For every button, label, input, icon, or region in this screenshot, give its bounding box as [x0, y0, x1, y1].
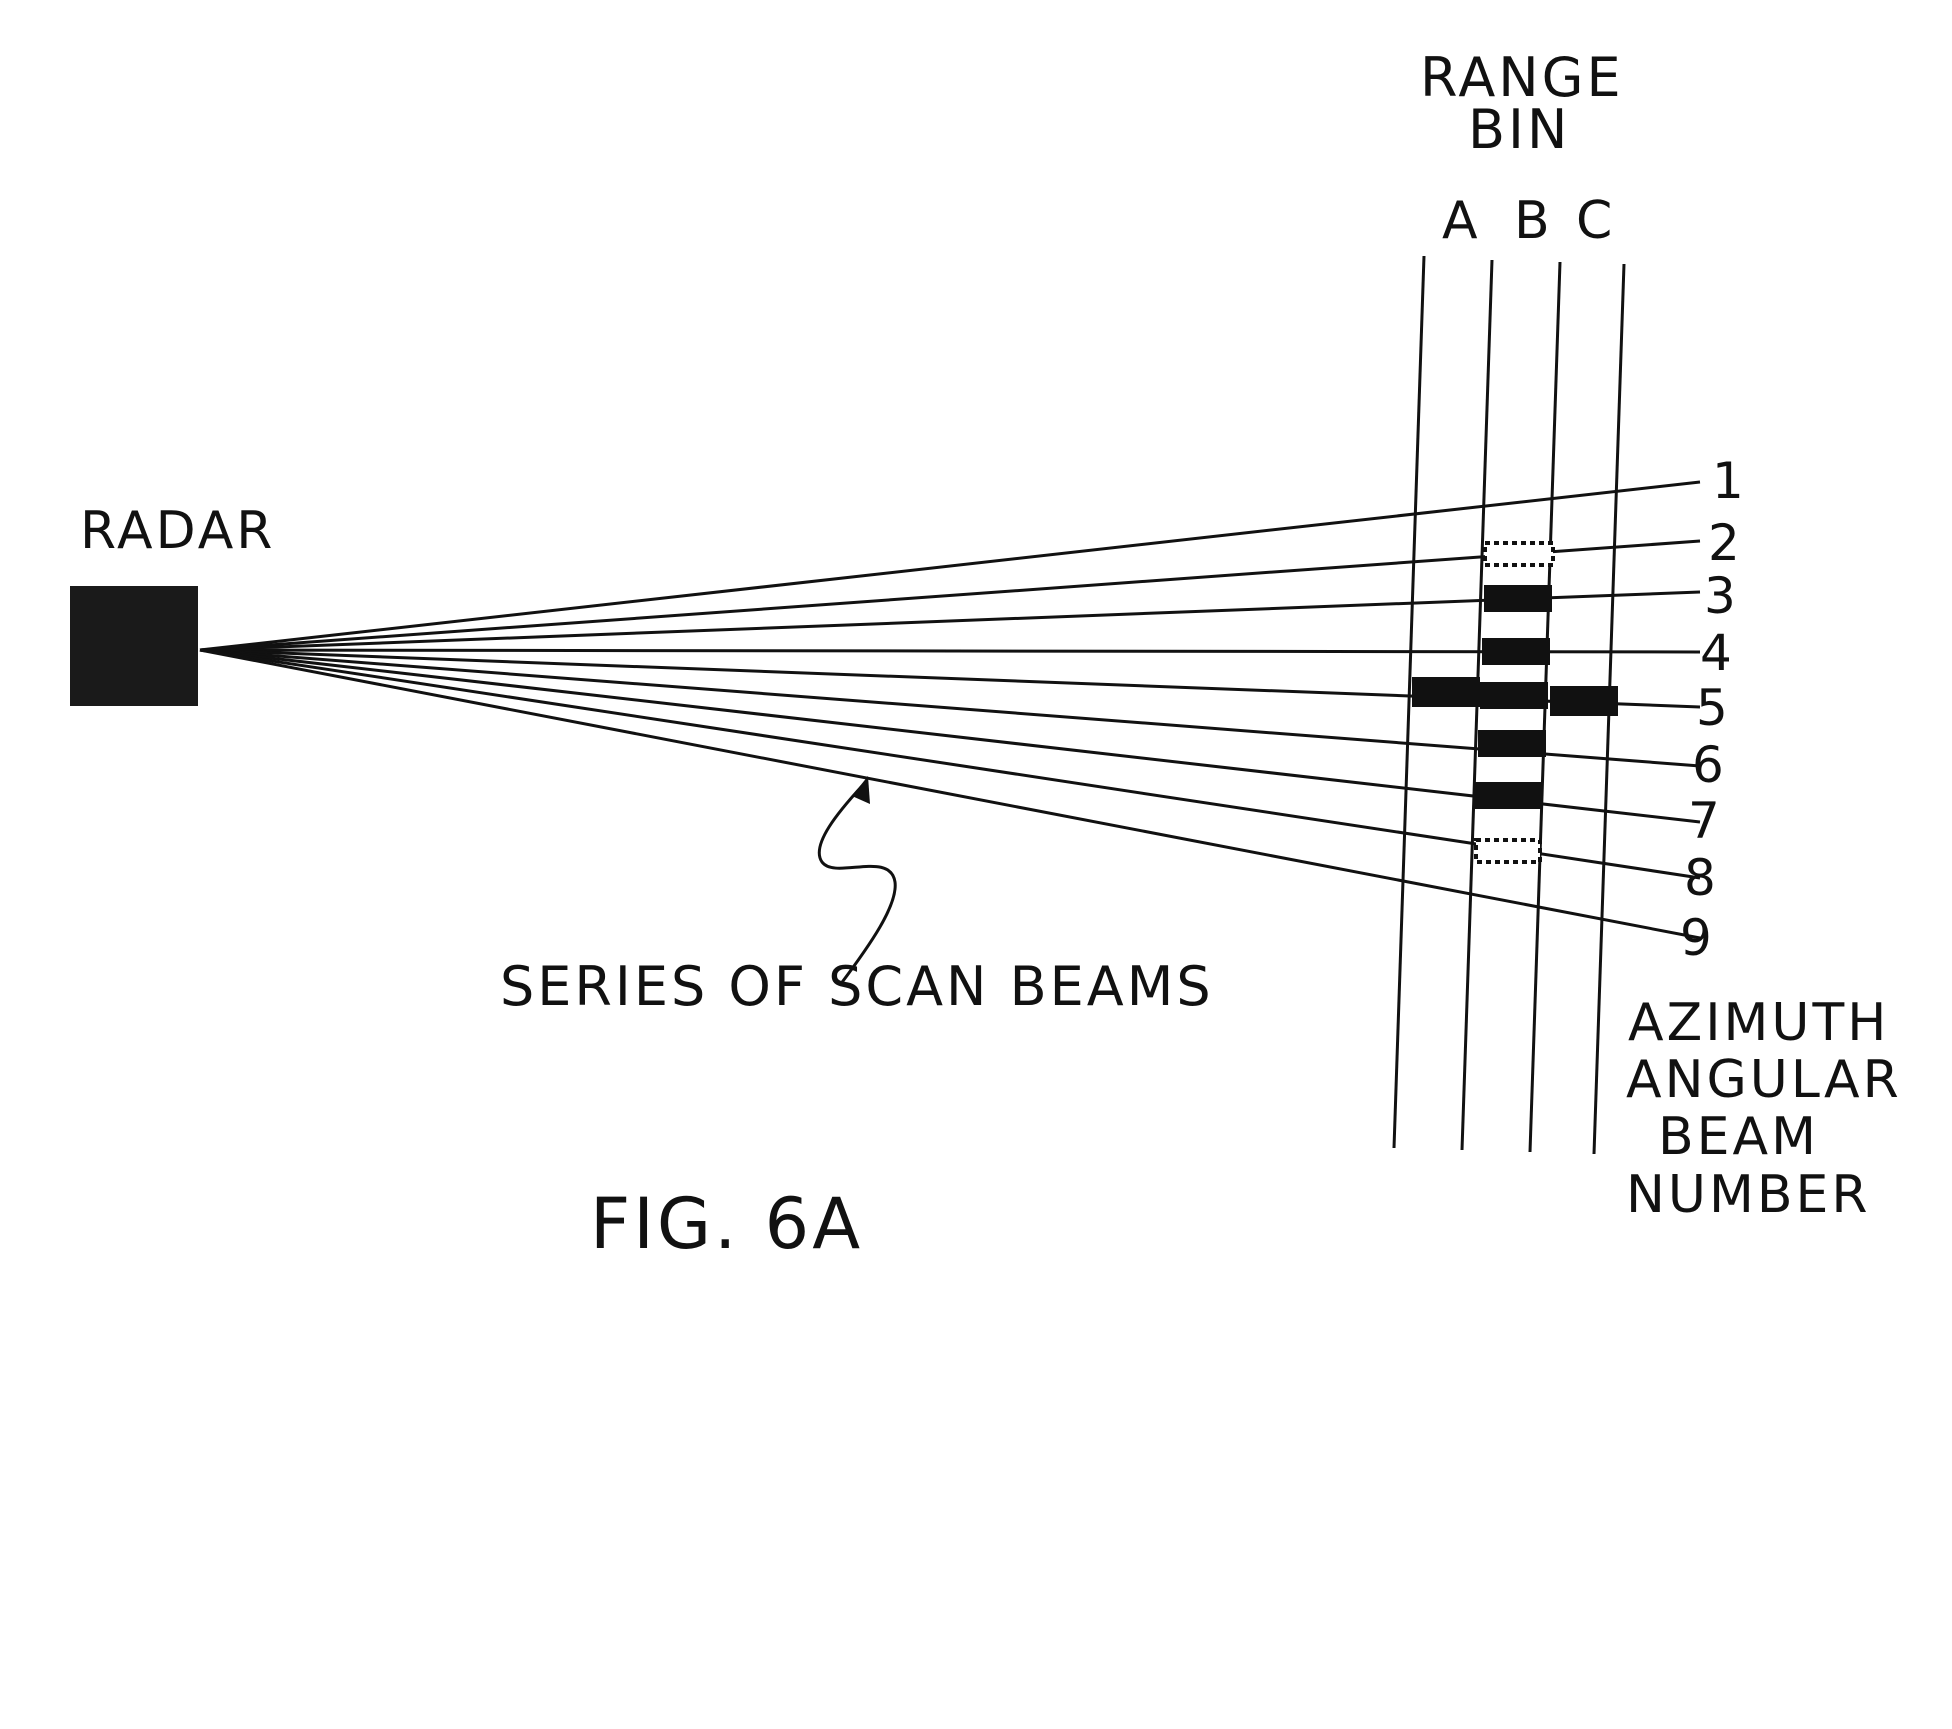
series-label: SERIES OF SCAN BEAMS — [500, 955, 1214, 1018]
range-bin-label-line2: BIN — [1468, 98, 1570, 161]
beam-number: 2 — [1708, 514, 1743, 572]
beam-number: 8 — [1684, 849, 1719, 907]
cell-b-beam-3 — [1484, 585, 1552, 612]
radar-block — [70, 586, 198, 706]
beam-number: 3 — [1704, 567, 1739, 625]
beam-number: 7 — [1688, 792, 1723, 850]
beam-number: 1 — [1712, 452, 1747, 510]
scan-beam-4 — [200, 650, 1700, 652]
radar-label: RADAR — [80, 501, 275, 561]
series-leader-arrowhead — [852, 776, 870, 804]
figure-caption: FIG. 6A — [590, 1183, 863, 1265]
beam-number-labels: 1 2 3 4 5 6 7 8 9 — [1680, 452, 1747, 967]
bin-label-b: B — [1514, 191, 1553, 251]
cell-c-beam-5 — [1550, 686, 1618, 716]
cell-b-beam-7 — [1474, 782, 1542, 809]
cell-b-beam-6 — [1478, 730, 1546, 757]
azimuth-label-line4: NUMBER — [1626, 1165, 1870, 1225]
detection-cells — [1412, 543, 1618, 862]
beam-number: 6 — [1692, 736, 1727, 794]
scan-beam-1 — [200, 482, 1700, 650]
azimuth-label-line2: ANGULAR — [1626, 1050, 1902, 1110]
cell-b-beam-4 — [1482, 638, 1550, 665]
scan-beam-2 — [200, 541, 1700, 650]
beam-number: 4 — [1700, 624, 1735, 682]
azimuth-label-line3: BEAM — [1658, 1107, 1819, 1167]
cell-b-beam-8 — [1476, 840, 1540, 862]
bin-label-c: C — [1576, 191, 1615, 251]
azimuth-label-line1: AZIMUTH — [1628, 993, 1889, 1053]
cell-b-beam-5 — [1480, 682, 1548, 709]
beam-number: 5 — [1696, 679, 1731, 737]
scan-beam-3 — [200, 592, 1700, 650]
bin-label-a: A — [1442, 191, 1481, 251]
cell-b-beam-2 — [1485, 543, 1553, 565]
beam-number: 9 — [1680, 909, 1715, 967]
scan-beam-6 — [200, 650, 1700, 766]
scan-beams — [200, 482, 1700, 938]
cell-a-beam-5 — [1412, 677, 1480, 707]
